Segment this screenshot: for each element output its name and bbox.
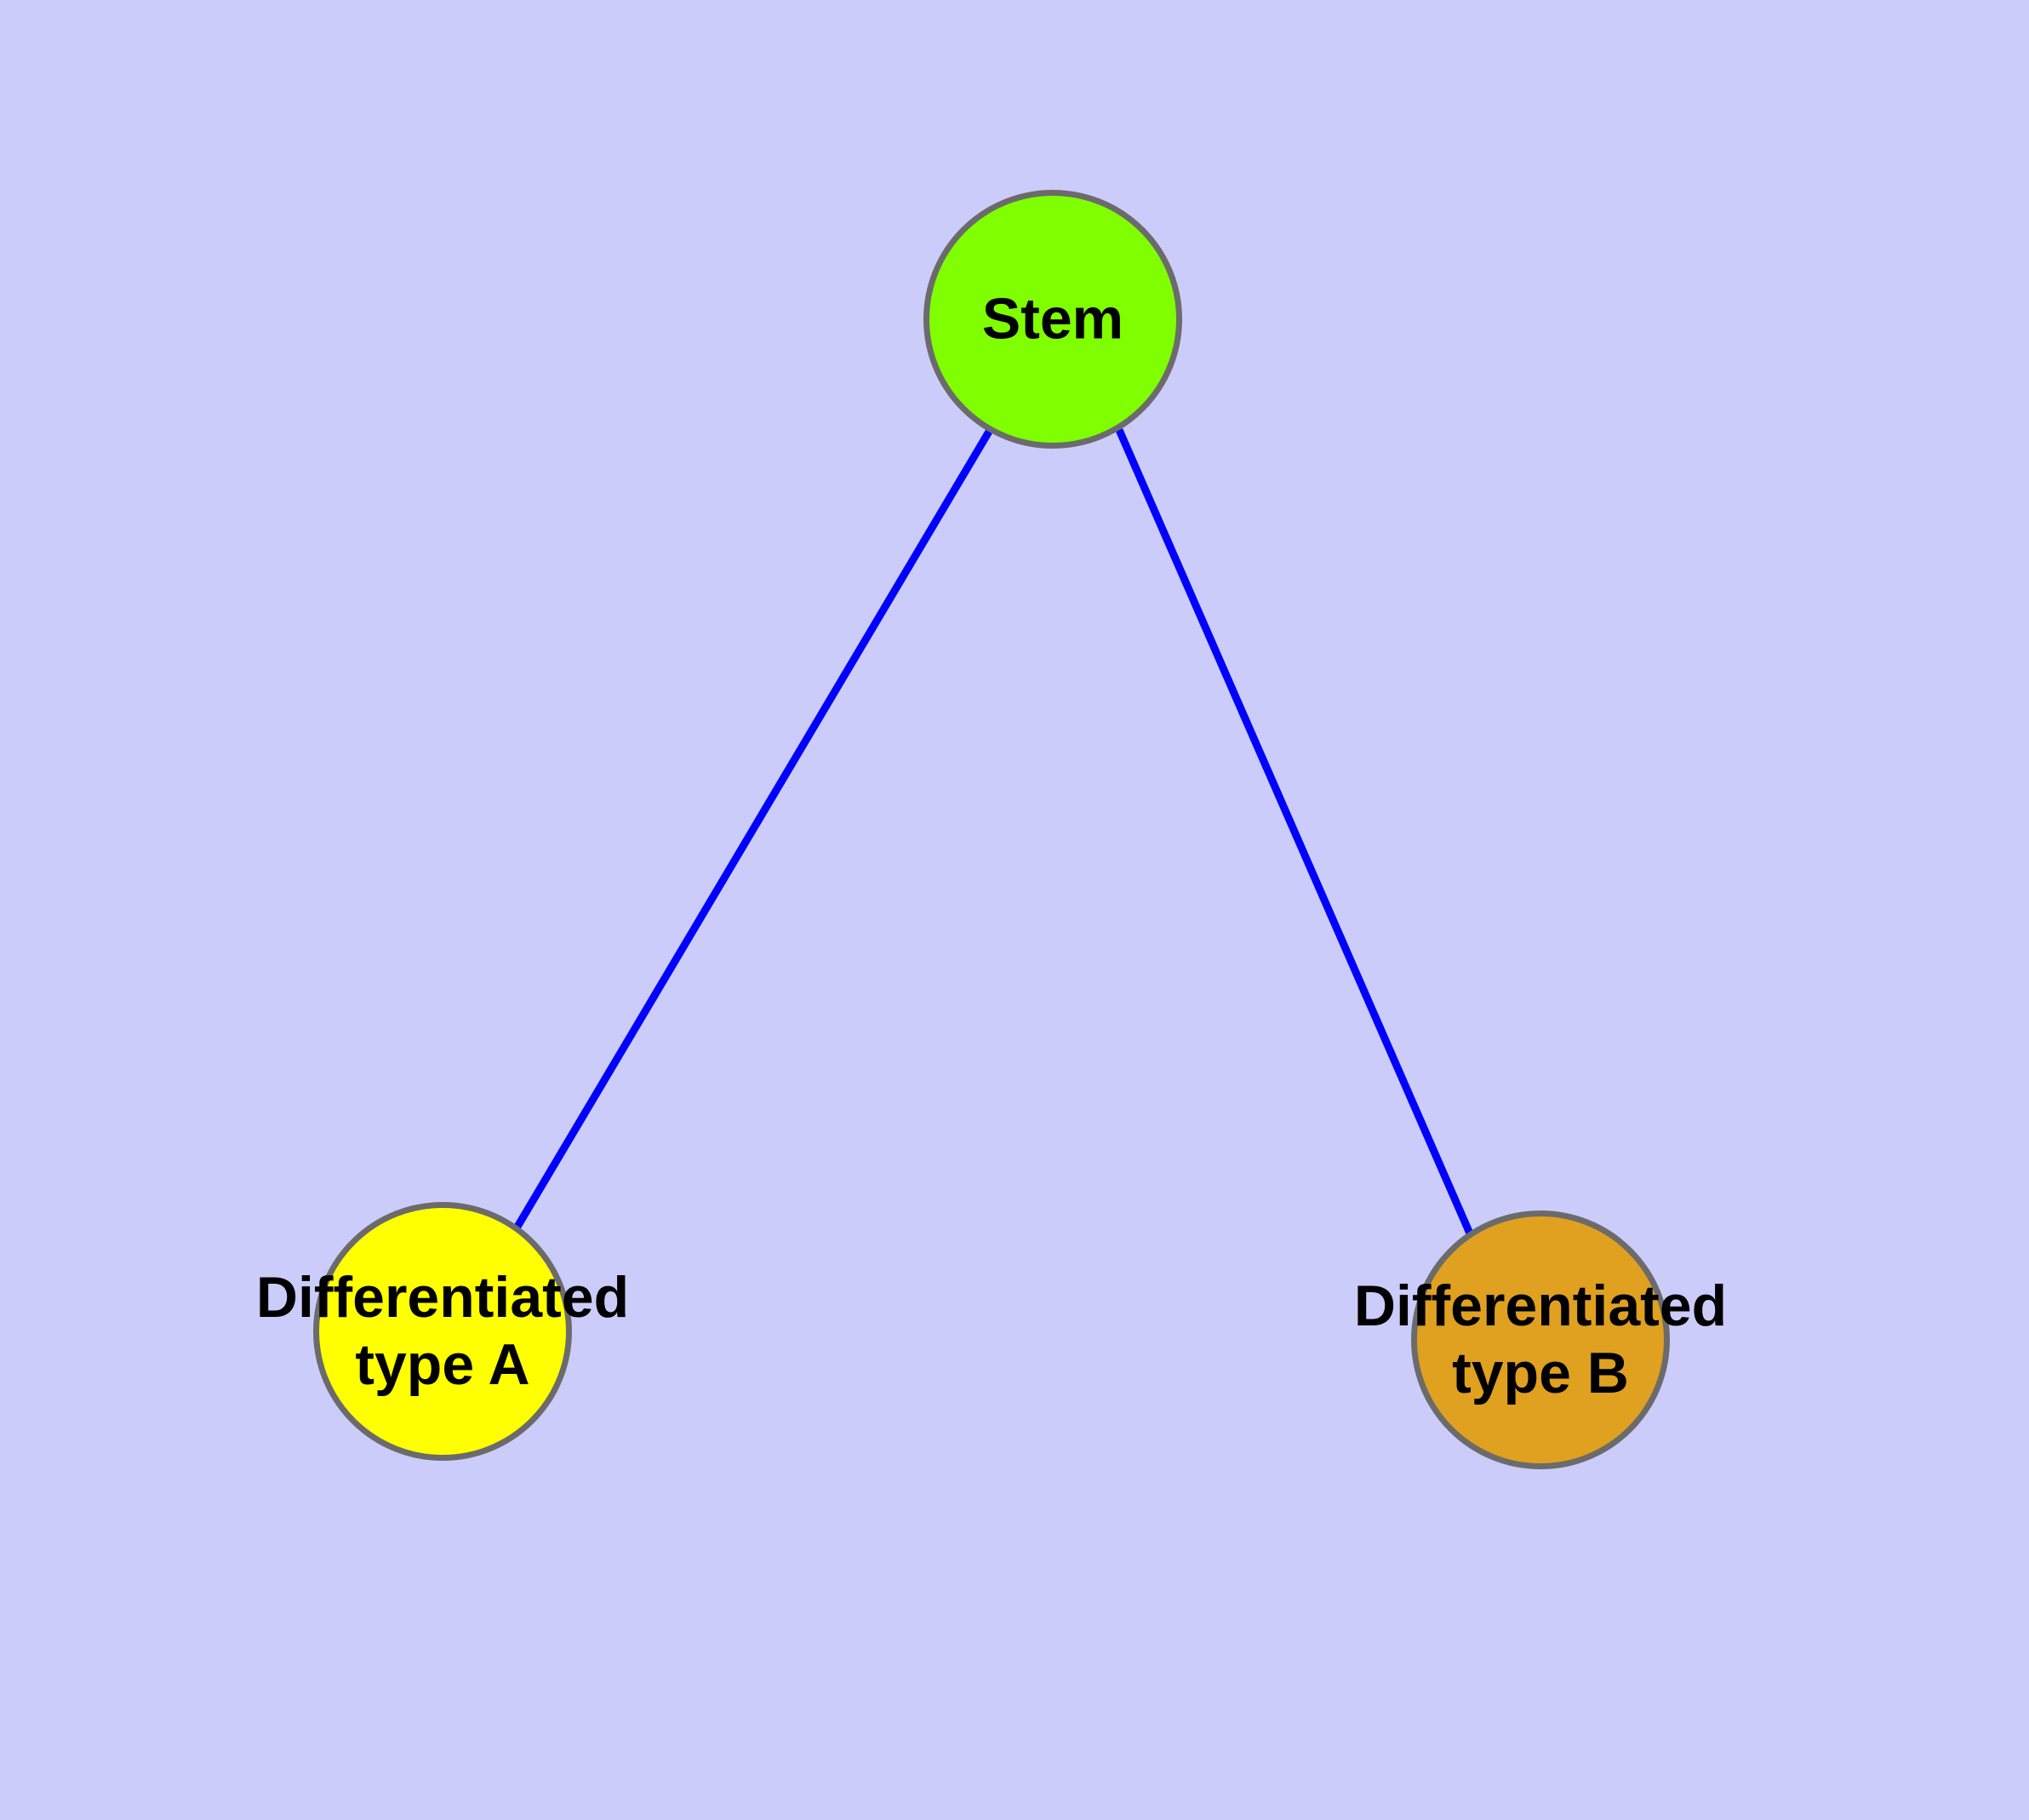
node-differentiated-type-a[interactable] — [313, 1202, 572, 1461]
edge-stem-to-differentiated-type-a — [514, 429, 992, 1229]
edge-stem-to-differentiated-type-b — [1115, 428, 1474, 1235]
node-stem[interactable] — [923, 190, 1182, 449]
node-differentiated-type-b[interactable] — [1411, 1210, 1670, 1469]
